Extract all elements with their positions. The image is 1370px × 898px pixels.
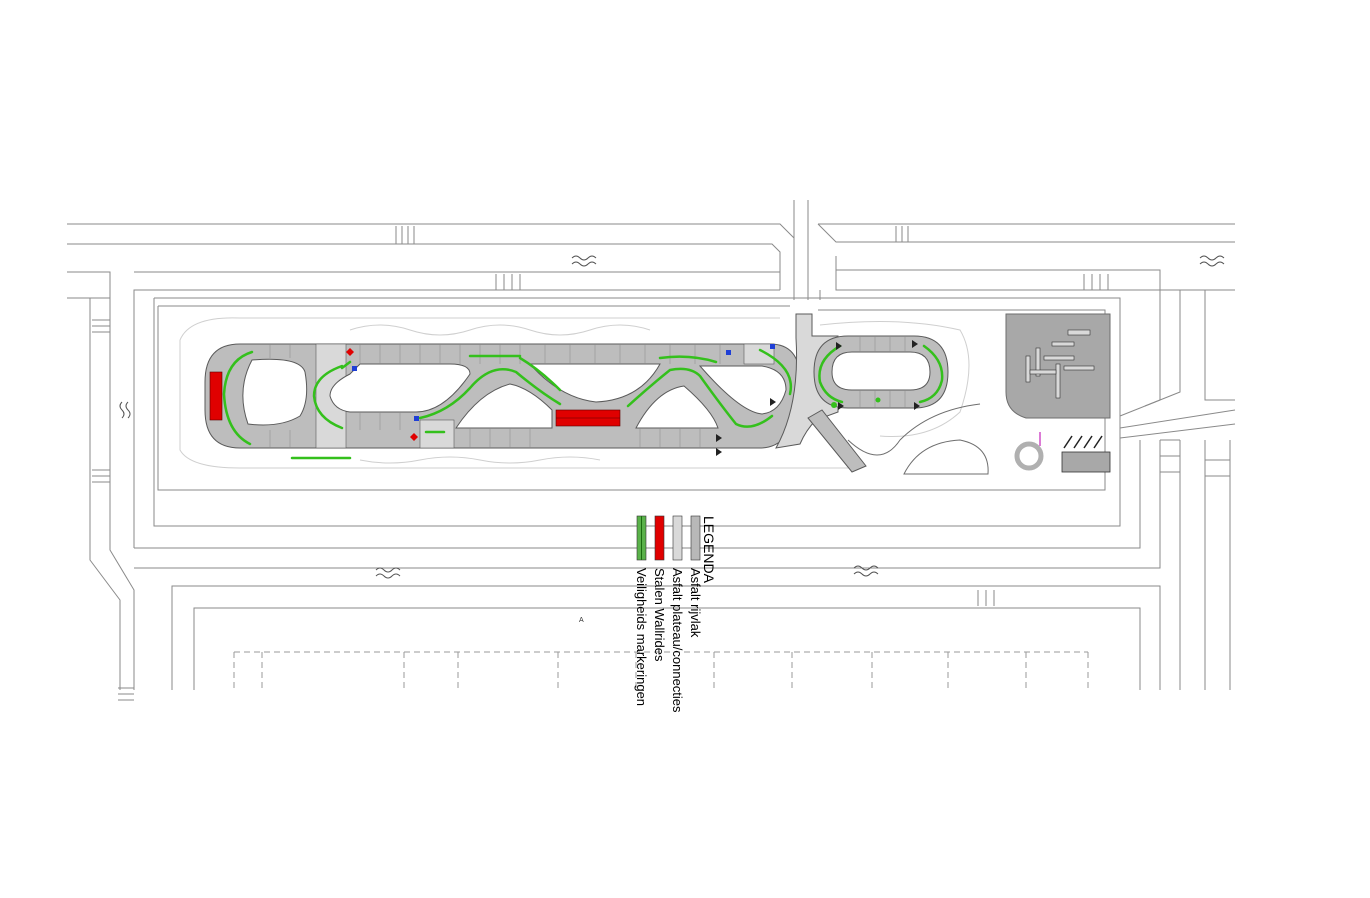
- arrow-marker-2: [716, 448, 722, 456]
- marker-red-1: [346, 348, 354, 356]
- equipment-bar-8: [1029, 369, 1057, 375]
- path-curve-right: [847, 403, 981, 456]
- infield-loop: [329, 363, 471, 413]
- legend-swatch-stalen-wallrides: [654, 515, 665, 561]
- arrow-marker-6: [914, 402, 920, 410]
- north-marker: A: [579, 617, 584, 624]
- legend-label-veiligheids: Veiligheids markeringen: [634, 568, 649, 706]
- track-markers: [346, 340, 920, 456]
- marker-blue-2: [414, 416, 419, 421]
- marker-blue-3: [726, 350, 731, 355]
- equipment-bar-1: [1067, 329, 1091, 336]
- arrow-marker-4: [912, 340, 918, 348]
- wallride-left: [209, 371, 223, 421]
- track-segment-lines: [269, 336, 906, 448]
- water-symbols: [119, 255, 1225, 579]
- legend: LEGENDA Asfalt rijvlak Asfalt plateau/co…: [634, 515, 717, 713]
- infield-center-right: [635, 385, 719, 429]
- legend-title: LEGENDA: [701, 516, 717, 584]
- equipment-bar-7: [1063, 365, 1095, 371]
- infield-left: [242, 358, 308, 426]
- arrow-marker-7: [770, 398, 776, 406]
- path-mound: [903, 439, 989, 475]
- infield-right: [698, 365, 787, 415]
- connector-ramp: [807, 409, 867, 473]
- arrow-marker-5: [838, 402, 844, 410]
- infield-center: [455, 383, 553, 429]
- stair-ticks: [92, 226, 1230, 701]
- marker-blue-4: [770, 344, 775, 349]
- infield-center-top: [528, 363, 661, 403]
- marker-green-2: [875, 397, 881, 403]
- plateau-middle-left: [419, 419, 455, 449]
- arrow-marker-3: [836, 342, 842, 350]
- equipment-bar-5: [1043, 355, 1075, 361]
- arrow-marker-1: [716, 434, 722, 442]
- legend-label-stalen-wallrides: Stalen Wallrides: [652, 568, 667, 662]
- plateau-top-right: [743, 343, 775, 365]
- legend-label-asfalt-plateau: Asfalt plateau/connecties: [670, 568, 685, 713]
- hatch-marks: [1063, 435, 1103, 449]
- dashed-boundary: [233, 651, 1089, 690]
- surrounding-site-lines: [67, 200, 1236, 690]
- marker-green-1: [831, 402, 837, 408]
- legend-swatch-asfalt-rijvlak: [690, 515, 701, 561]
- marker-blue-1: [352, 366, 357, 371]
- legend-swatch-asfalt-plateau: [672, 515, 683, 561]
- bench-box: [1061, 451, 1111, 473]
- legend-label-asfalt-rijvlak: Asfalt rijvlak: [688, 568, 703, 638]
- equipment-bar-3: [1035, 347, 1041, 377]
- safety-markings: [222, 344, 944, 460]
- oval-inner: [831, 351, 931, 391]
- fitness-zone: [1005, 313, 1111, 473]
- steel-wallrides: [209, 371, 621, 427]
- equipment-bar-4: [1025, 355, 1031, 383]
- round-ring: [1014, 441, 1044, 471]
- pump-track-oval: [813, 335, 949, 409]
- equipment-bar-2: [1051, 341, 1075, 347]
- marker-red-2: [410, 433, 418, 441]
- equipment-bar-6: [1055, 363, 1061, 399]
